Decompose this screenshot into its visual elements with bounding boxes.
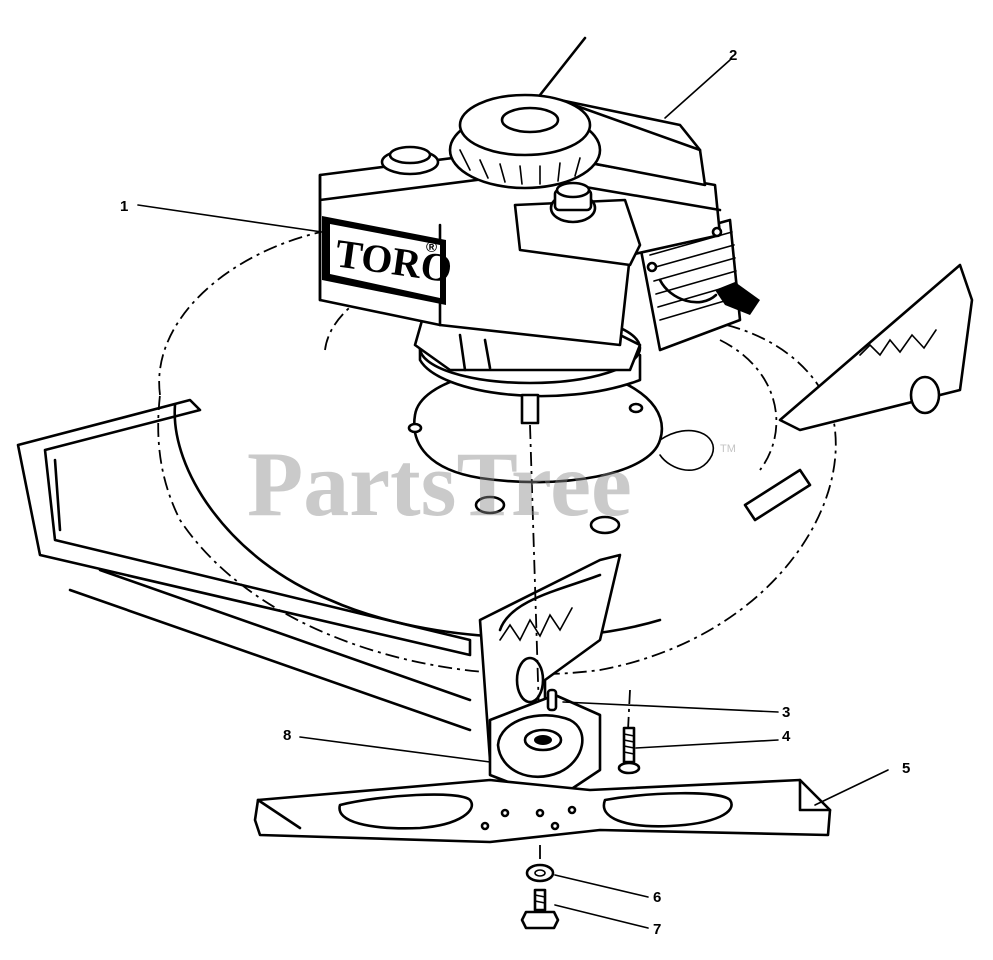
blade-adapter bbox=[488, 693, 602, 802]
leader-lines bbox=[137, 59, 889, 929]
callout-8: 8 bbox=[283, 727, 291, 744]
watermark-text: PartsTree bbox=[247, 433, 632, 535]
callout-2: 2 bbox=[729, 47, 737, 64]
brand-registered-mark: ® bbox=[426, 239, 437, 256]
blade-bolt-upper bbox=[617, 726, 641, 775]
blade-washer bbox=[525, 863, 555, 883]
callout-5: 5 bbox=[902, 760, 910, 777]
mower-blade bbox=[253, 778, 832, 844]
mower-deck bbox=[16, 229, 974, 762]
blade-key bbox=[546, 688, 558, 712]
callout-1: 1 bbox=[120, 198, 128, 215]
callout-7: 7 bbox=[653, 921, 661, 938]
blade-bolt-lower bbox=[520, 888, 560, 930]
engine: TORO ® bbox=[318, 36, 760, 425]
toro-nameplate: TORO ® bbox=[322, 216, 455, 305]
watermark-trademark: TM bbox=[720, 443, 736, 455]
partstree-watermark: PartsTree TM bbox=[247, 433, 736, 535]
callout-3: 3 bbox=[782, 704, 790, 721]
callout-6: 6 bbox=[653, 889, 661, 906]
cylinder-fins bbox=[638, 218, 742, 352]
callout-4: 4 bbox=[782, 728, 791, 745]
